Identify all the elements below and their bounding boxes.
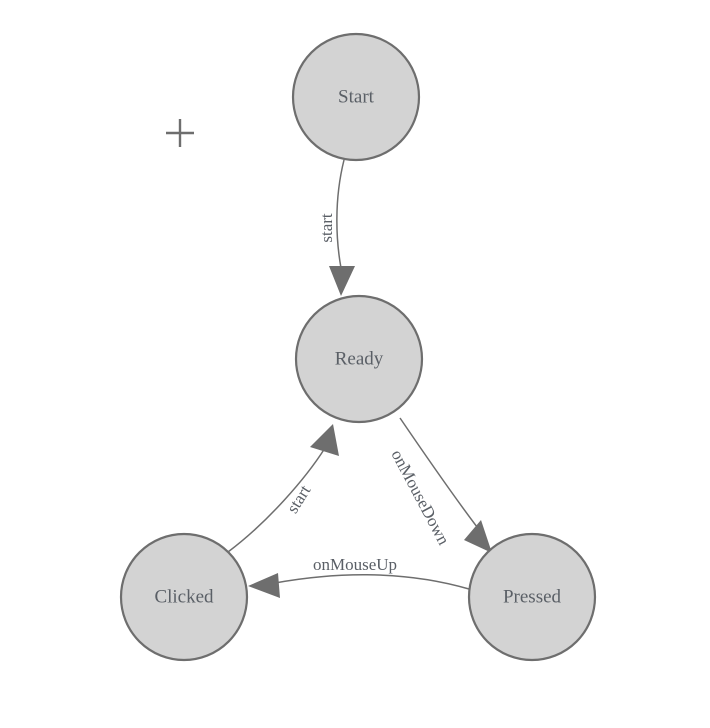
- node-pressed-circle[interactable]: [467, 532, 597, 662]
- edge-ready-to-pressed[interactable]: onMouseDown: [387, 417, 492, 553]
- node-start[interactable]: Start: [291, 32, 421, 162]
- edge-clicked-to-ready[interactable]: start: [227, 424, 339, 553]
- edge-start-to-ready[interactable]: start: [317, 159, 355, 296]
- arrowhead-into-pressed: [464, 520, 492, 553]
- edge-label-ready-to-pressed: onMouseDown: [387, 447, 453, 549]
- node-pressed-label: Pressed: [503, 586, 562, 607]
- plus-crosshair-icon: [166, 119, 194, 147]
- node-ready[interactable]: Ready: [294, 294, 424, 424]
- node-ready-circle[interactable]: [294, 294, 424, 424]
- node-start-label: Start: [338, 86, 375, 107]
- node-pressed[interactable]: Pressed: [467, 532, 597, 662]
- node-ready-label: Ready: [335, 348, 384, 369]
- edge-pressed-to-clicked[interactable]: onMouseUp: [248, 555, 470, 598]
- node-start-circle[interactable]: [291, 32, 421, 162]
- node-clicked[interactable]: Clicked: [119, 532, 249, 662]
- edge-label-start-to-ready: start: [317, 213, 336, 243]
- node-clicked-circle[interactable]: [119, 532, 249, 662]
- arrowhead-into-clicked: [248, 573, 280, 598]
- edge-label-clicked-to-ready: start: [283, 481, 315, 516]
- arrowhead-into-ready-from-clicked: [310, 424, 339, 456]
- edge-label-pressed-to-clicked: onMouseUp: [313, 555, 397, 574]
- arrowhead-into-ready: [329, 266, 355, 296]
- node-clicked-label: Clicked: [154, 586, 214, 607]
